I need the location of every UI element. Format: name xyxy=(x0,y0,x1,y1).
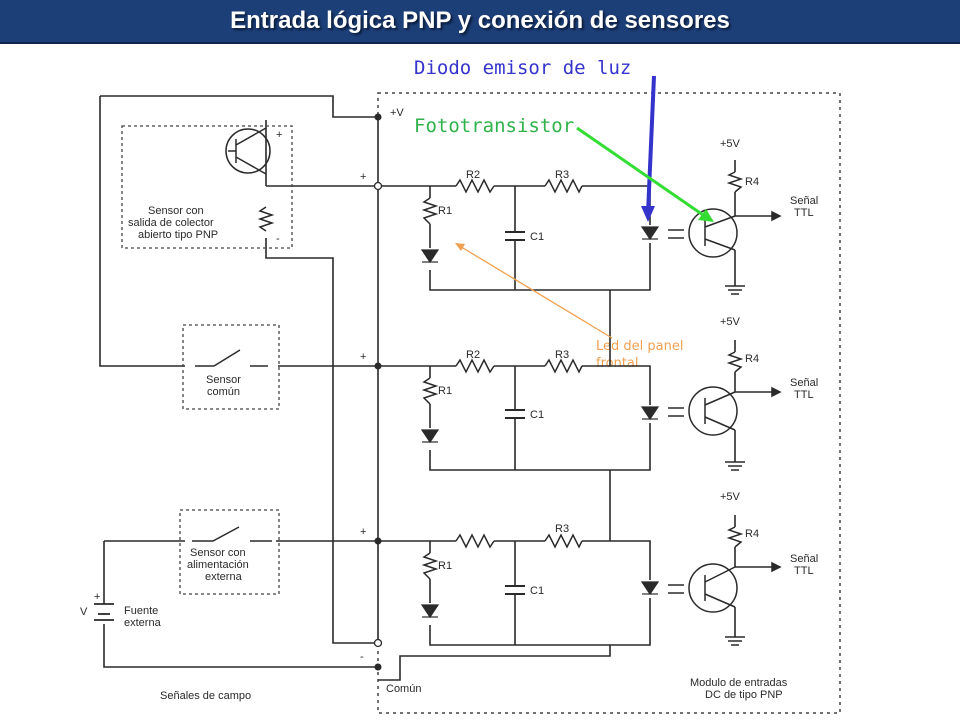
external-sensor-box xyxy=(179,509,280,595)
comun-label: Común xyxy=(386,683,421,695)
plus5v-label-1: +5V xyxy=(720,138,741,150)
r2-label-2: R2 xyxy=(466,349,480,361)
title-bar: Entrada lógica PNP y conexión de sensore… xyxy=(0,0,960,44)
r3-label-1: R3 xyxy=(555,169,569,181)
r4-label-1: R4 xyxy=(745,176,759,188)
plus5v-label-3: +5V xyxy=(720,491,741,503)
sensor-pnp-line-3: abierto tipo PNP xyxy=(138,229,218,241)
r4-label-3: R4 xyxy=(745,528,759,540)
page-title: Entrada lógica PNP y conexión de sensore… xyxy=(230,7,730,34)
sensor-pnp-line-2: salida de colector xyxy=(128,217,214,229)
sensor-ext-line-1: Sensor con xyxy=(190,547,246,559)
modulo-line-2: DC de tipo PNP xyxy=(705,689,783,701)
plus-terminal-label-1: + xyxy=(360,171,366,183)
module-border xyxy=(377,92,841,714)
sensor-plus-label: + xyxy=(276,129,282,141)
plus-terminal-label-2: + xyxy=(360,351,366,363)
modulo-line-1: Modulo de entradas xyxy=(690,677,788,689)
sensor-comun-line-1: Sensor xyxy=(206,374,241,386)
output-arrow-icons xyxy=(771,210,782,573)
r1-label-2: R1 xyxy=(438,385,452,397)
fuente-v-label: V xyxy=(80,606,88,618)
r3-label-3: R3 xyxy=(555,523,569,535)
r4-label-2: R4 xyxy=(745,353,759,365)
led-icons xyxy=(420,226,660,619)
senal-label-3a: Señal xyxy=(790,553,818,565)
c1-label-2: C1 xyxy=(530,409,544,421)
common-sensor-box xyxy=(182,324,280,410)
sensor-comun-line-2: común xyxy=(207,386,240,398)
led-callout-label: Diodo emisor de luz xyxy=(414,57,632,79)
pnp-transistor-icon xyxy=(225,127,271,175)
sensor-ext-line-2: alimentación xyxy=(187,559,249,571)
r1-label-3: R1 xyxy=(438,560,452,572)
r2-label-1: R2 xyxy=(466,169,480,181)
phototransistor-icons xyxy=(668,208,738,613)
pnp-input-schematic: +V + + + - + - Sensor con salida de cole… xyxy=(80,75,841,714)
battery-icon xyxy=(94,603,114,621)
pnp-sensor-box xyxy=(121,125,293,249)
c1-label-3: C1 xyxy=(530,585,544,597)
r1-label-1: R1 xyxy=(438,205,452,217)
senal-label-3b: TTL xyxy=(794,565,814,577)
sensor-pnp-line-1: Sensor con xyxy=(148,205,204,217)
r3-label-2: R3 xyxy=(555,349,569,361)
ground-icons xyxy=(725,285,745,646)
senal-label-2b: TTL xyxy=(794,389,814,401)
schematic-labels: +V + + + - + - Sensor con salida de cole… xyxy=(80,107,818,702)
senal-label-1b: TTL xyxy=(794,207,814,219)
panel-led-callout-label: Led del panel frontal xyxy=(596,339,684,371)
minus-terminal-label: - xyxy=(360,651,364,663)
phototransistor-callout-label: Fototransistor xyxy=(414,115,575,137)
senal-label-2a: Señal xyxy=(790,377,818,389)
external-switch-icon xyxy=(192,526,272,542)
terminal-circles xyxy=(373,181,383,648)
plus5v-label-2: +5V xyxy=(720,316,741,328)
c1-label-1: C1 xyxy=(530,231,544,243)
senales-campo-label: Señales de campo xyxy=(160,690,251,702)
junction-dots xyxy=(374,113,382,671)
sensor-resistor-icon xyxy=(257,206,275,232)
resistor-icons xyxy=(421,171,744,580)
callout-arrows xyxy=(455,75,714,339)
senal-label-1a: Señal xyxy=(790,195,818,207)
plus-v-label: +V xyxy=(390,107,404,119)
sensor-minus-label: - xyxy=(276,233,280,245)
common-switch-icon xyxy=(195,349,268,367)
capacitor-icons xyxy=(505,231,525,595)
sensor-ext-line-3: externa xyxy=(205,571,243,583)
plus-terminal-label-3: + xyxy=(360,526,366,538)
fuente-line-2: externa xyxy=(124,617,162,629)
fuente-plus-label: + xyxy=(94,591,100,603)
fuente-line-1: Fuente xyxy=(124,605,158,617)
